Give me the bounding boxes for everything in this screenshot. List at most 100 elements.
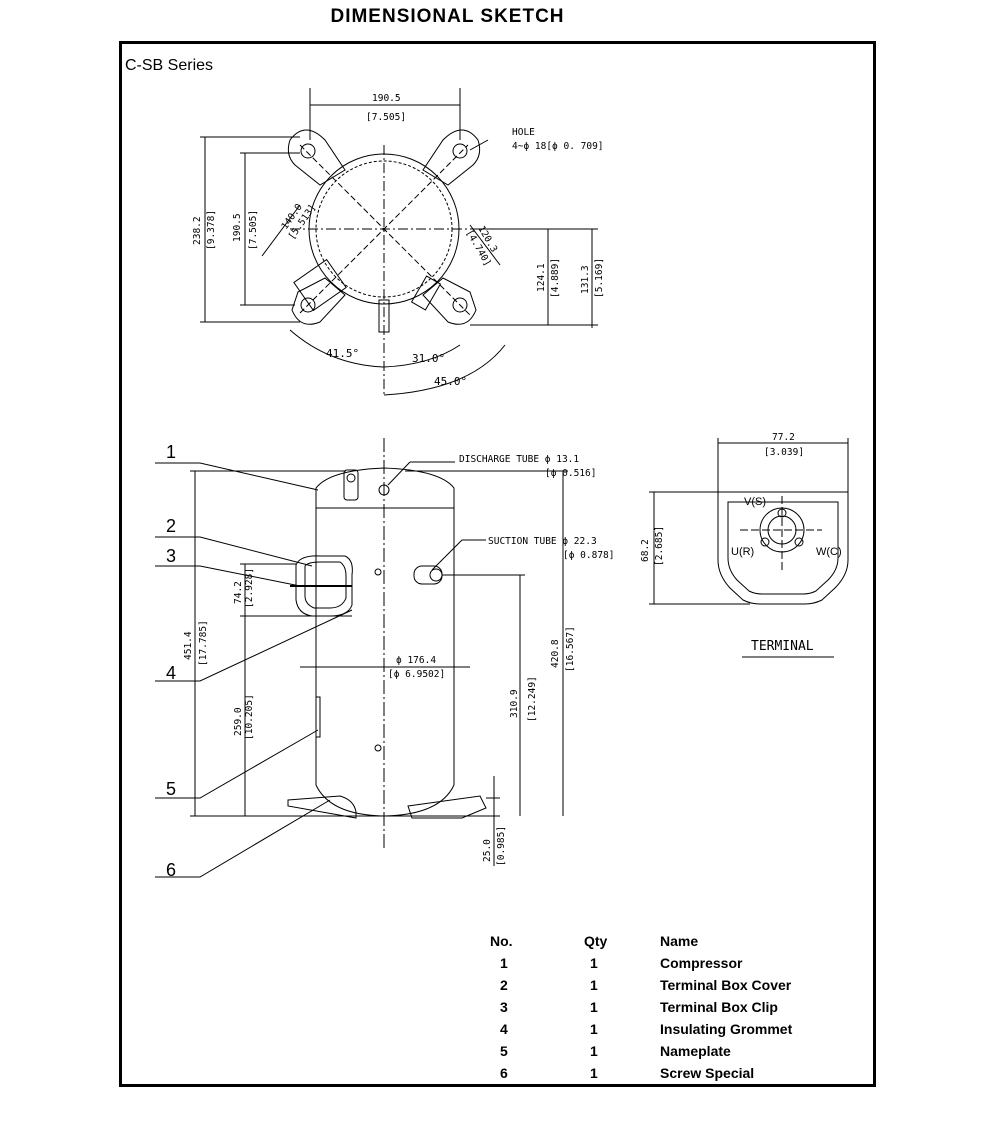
mount-hole-1 — [300, 143, 316, 159]
foot-bottom-right — [422, 277, 477, 325]
top-view — [200, 88, 598, 396]
foot-top-left — [287, 129, 346, 186]
dim-r1-mm: 124.1 — [536, 263, 547, 292]
top-suction-stub — [410, 275, 442, 311]
foot-top-right — [422, 129, 481, 186]
angle-3: 45.0° — [434, 375, 467, 388]
weld-mark — [374, 744, 382, 752]
discharge-size-in: [ϕ 0.516] — [545, 468, 596, 479]
callout-leader-4 — [155, 609, 353, 682]
foot-left — [287, 795, 357, 819]
dim-suction-mm: 310.9 — [509, 689, 520, 718]
dim-height-total-in: [9.378] — [206, 210, 217, 250]
row-qty: 1 — [590, 999, 598, 1015]
angle-2: 31.0° — [412, 352, 445, 365]
pin-label-u: U(R) — [731, 546, 754, 558]
diameter-mm: ϕ 176.4 — [396, 655, 436, 666]
row-qty: 1 — [590, 955, 598, 971]
row-qty: 1 — [590, 1043, 598, 1059]
terminal-width-mm: 77.2 — [772, 432, 795, 443]
row-no: 4 — [500, 1021, 508, 1037]
angle-arc-1 — [289, 329, 385, 368]
callout-leader-1 — [155, 462, 319, 491]
dim-discharge-in: [16.567] — [565, 626, 576, 672]
row-name: Terminal Box Clip — [660, 999, 778, 1015]
row-name: Nameplate — [660, 1043, 731, 1059]
dim-line-diag — [261, 204, 301, 257]
terminal-inner — [727, 501, 839, 595]
dim-discharge-mm: 420.8 — [550, 639, 561, 668]
dim-height-total-mm: 238.2 — [192, 216, 203, 245]
terminal-box-inner — [304, 561, 347, 609]
callout-1: 1 — [166, 442, 176, 462]
header-qty: Qty — [584, 933, 608, 949]
table-row: 5 1 Nameplate — [482, 1040, 842, 1062]
top-terminal-box — [293, 258, 347, 312]
terminal-pin-w — [794, 537, 804, 547]
angle-arc-2 — [383, 344, 461, 368]
callout-4: 4 — [166, 663, 176, 683]
dim-width-in: [7.505] — [366, 112, 406, 123]
mount-hole-3 — [300, 297, 316, 313]
page-title: DIMENSIONAL SKETCH — [330, 6, 565, 27]
callout-leader-2 — [155, 536, 313, 567]
suction-label: SUCTION TUBE ϕ 22.3 — [488, 536, 597, 547]
shell-top-cap — [315, 467, 455, 509]
angle-arc-3 — [383, 344, 506, 396]
dim-foot-in: [0.985] — [496, 826, 507, 866]
dim-width-mm: 190.5 — [372, 93, 401, 104]
diameter-in: [ϕ 6.9502] — [388, 669, 445, 680]
pin-label-v: V(S) — [744, 496, 766, 508]
discharge-stub — [343, 469, 359, 501]
callout-5: 5 — [166, 779, 176, 799]
suction-size-in: [ϕ 0.878] — [563, 550, 614, 561]
series-label: C-SB Series — [125, 57, 213, 74]
table-row: 3 1 Terminal Box Clip — [482, 996, 842, 1018]
dim-suction-in: [12.249] — [527, 676, 538, 722]
terminal-height-in: [2.685] — [654, 526, 665, 566]
dim-term-mm: 74.2 — [233, 581, 244, 604]
discharge-tube — [378, 484, 390, 496]
hole-leader — [469, 139, 489, 151]
hole-label: HOLE — [512, 127, 535, 138]
dim-height-mm: 190.5 — [232, 213, 243, 242]
row-name: Terminal Box Cover — [660, 977, 792, 993]
row-no: 5 — [500, 1043, 508, 1059]
foot-right — [407, 795, 487, 819]
mount-hole-2 — [452, 143, 468, 159]
dim-height-in: [7.505] — [248, 210, 259, 250]
dim-overall-in: [17.785] — [198, 620, 209, 666]
row-qty: 1 — [590, 977, 598, 993]
header-name: Name — [660, 933, 699, 949]
pin-label-w: W(C) — [816, 546, 842, 558]
parts-table-header: No. Qty Name — [482, 930, 842, 952]
discharge-label: DISCHARGE TUBE ϕ 13.1 — [459, 454, 579, 465]
dim-base-in: [10.205] — [244, 694, 255, 740]
dim-foot-mm: 25.0 — [482, 839, 493, 862]
dim-line-diag2 — [469, 224, 501, 266]
terminal-height-mm: 68.2 — [640, 539, 651, 562]
hole-spec: 4~ϕ 18[ϕ 0. 709] — [512, 141, 604, 152]
side-view — [155, 438, 568, 878]
callout-3: 3 — [166, 546, 176, 566]
terminal-pin-u — [760, 537, 770, 547]
terminal-box-cover — [295, 555, 353, 617]
shell-bottom — [315, 784, 455, 817]
discharge-stub-hole — [346, 473, 356, 483]
top-diag-2 — [299, 144, 469, 314]
table-row: 4 1 Insulating Grommet — [482, 1018, 842, 1040]
row-no: 1 — [500, 955, 508, 971]
callout-leader-3 — [155, 565, 301, 587]
row-no: 6 — [500, 1065, 508, 1081]
angle-1: 41.5° — [326, 347, 359, 360]
row-no: 2 — [500, 977, 508, 993]
suction-tube-end — [429, 568, 443, 582]
dim-r2-in: [5.169] — [594, 258, 605, 298]
row-qty: 1 — [590, 1065, 598, 1081]
row-name: Screw Special — [660, 1065, 755, 1081]
row-qty: 1 — [590, 1021, 598, 1037]
header-no: No. — [490, 933, 513, 949]
row-no: 3 — [500, 999, 508, 1015]
top-diag-1 — [299, 144, 471, 316]
